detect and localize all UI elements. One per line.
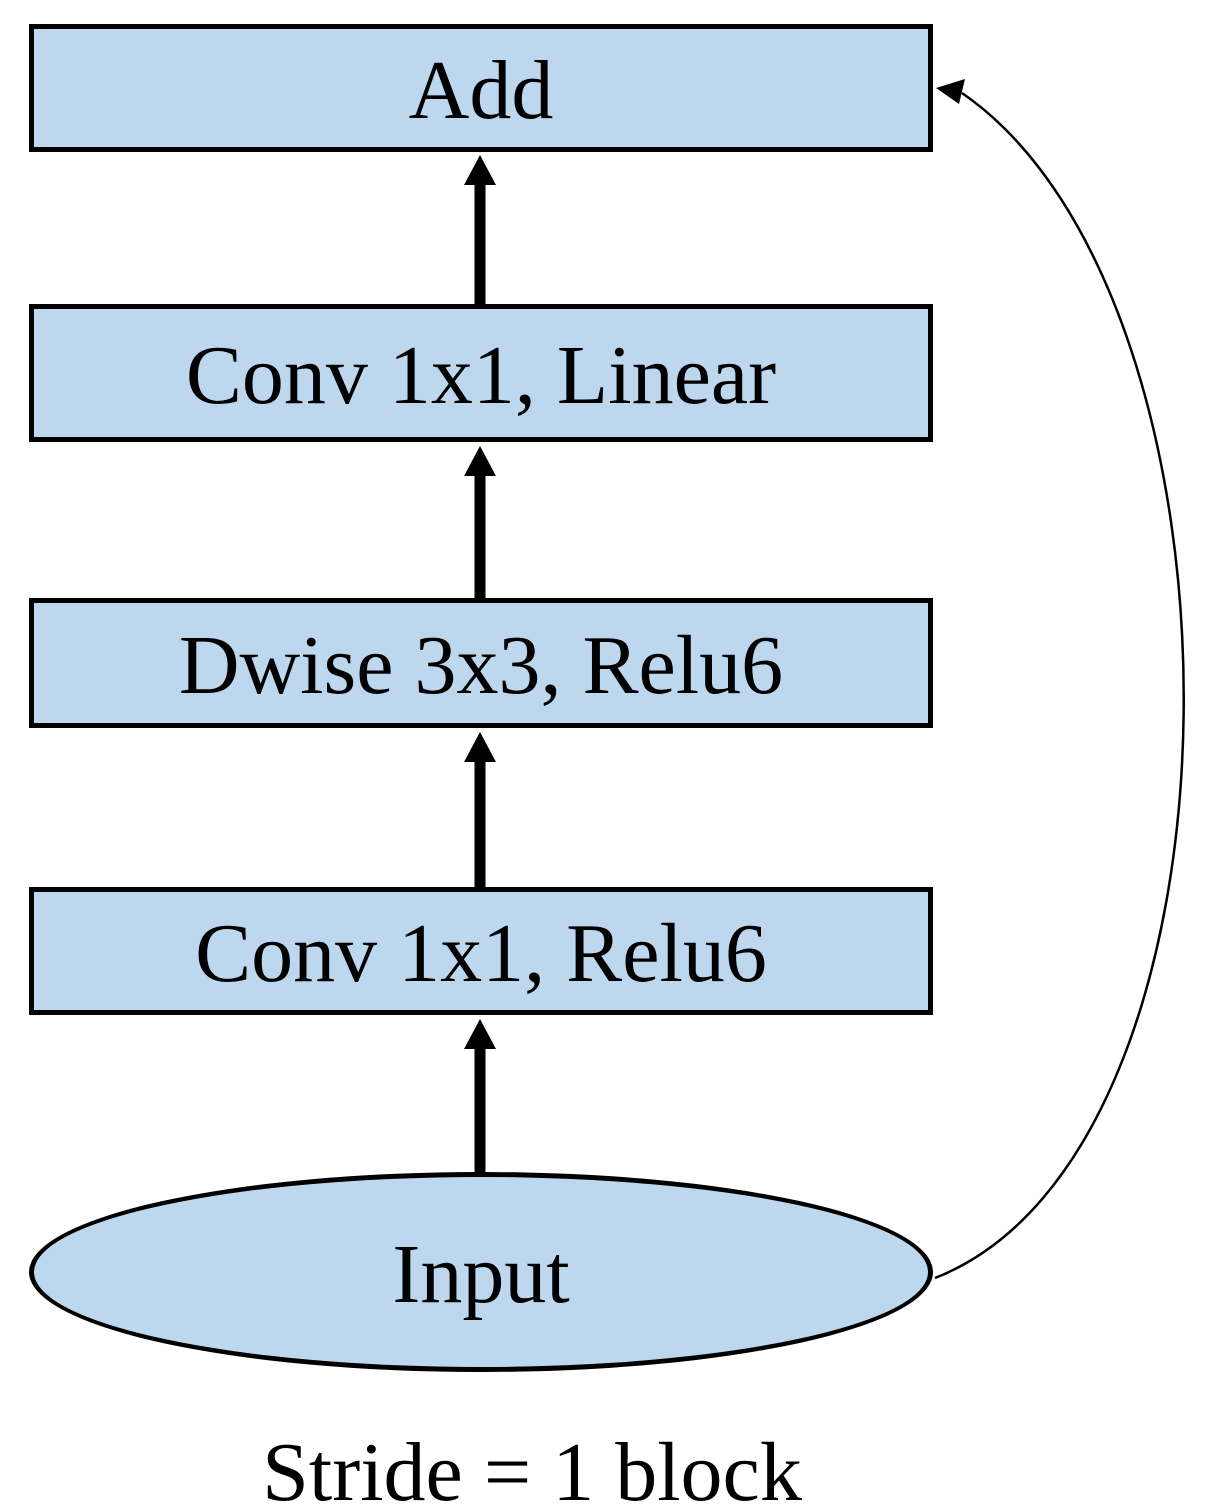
arrow-conv-linear-to-add [464, 155, 496, 310]
node-conv-1x1-linear-label: Conv 1x1, Linear [185, 329, 777, 422]
node-conv-1x1-relu6-label: Conv 1x1, Relu6 [195, 907, 767, 1000]
node-dwise-3x3-relu6-label: Dwise 3x3, Relu6 [178, 619, 784, 712]
node-input: Input [29, 1172, 933, 1372]
arrow-dwise-to-conv-linear [464, 446, 496, 604]
node-dwise-3x3-relu6: Dwise 3x3, Relu6 [29, 598, 933, 728]
node-conv-1x1-relu6: Conv 1x1, Relu6 [29, 887, 933, 1015]
node-add: Add [29, 24, 933, 152]
skip-connection-arrow [934, 79, 1185, 1280]
node-input-label: Input [392, 1228, 570, 1321]
node-add-label: Add [408, 44, 554, 137]
node-conv-1x1-linear: Conv 1x1, Linear [29, 304, 933, 442]
diagram-caption: Stride = 1 block [262, 1426, 802, 1509]
arrow-conv-relu6-to-dwise [464, 732, 496, 893]
arrow-input-to-conv-relu6 [464, 1019, 496, 1180]
